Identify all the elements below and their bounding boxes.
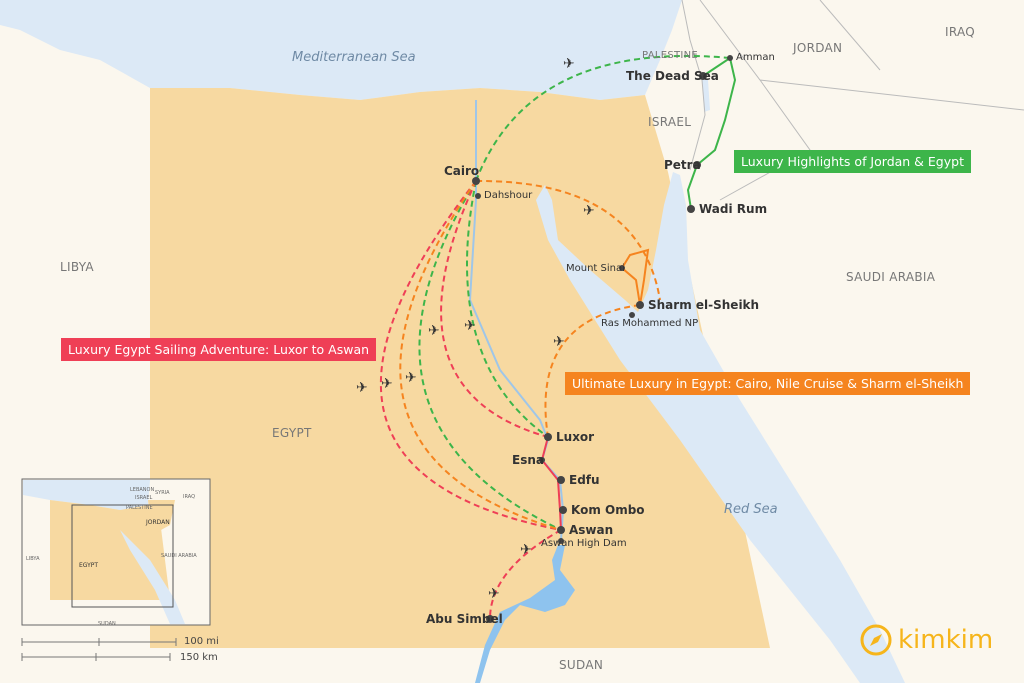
route-green-cairo-aswan xyxy=(418,180,562,531)
place-amman: Amman xyxy=(736,52,775,63)
inset-label-iraq: IRAQ xyxy=(183,494,196,500)
inset-label-sudan: SUDAN xyxy=(98,621,116,627)
scale-bar-miles xyxy=(21,638,177,646)
inset-label-lebanon: LEBANON xyxy=(130,487,155,493)
inset-label-saudi: SAUDI ARABIA xyxy=(161,553,197,559)
country-label-sudan: SUDAN xyxy=(559,658,604,672)
route-green-cairo-luxor xyxy=(466,180,549,438)
place-petra: Petra xyxy=(664,158,701,172)
place-kom-ombo: Kom Ombo xyxy=(571,503,645,517)
scale-label-miles: 100 mi xyxy=(184,636,219,647)
plane-icon: ✈ xyxy=(488,586,500,602)
plane-icon: ✈ xyxy=(428,323,440,339)
place-edfu: Edfu xyxy=(569,473,600,487)
place-aswan: Aswan xyxy=(569,523,614,537)
place-mount-sinai: Mount Sinai xyxy=(566,263,625,274)
country-label-egypt: EGYPT xyxy=(272,426,312,440)
scale-label-km: 150 km xyxy=(180,652,218,663)
route-orange-sharm-luxor xyxy=(544,304,641,438)
inset-label-egypt: EGYPT xyxy=(79,562,99,569)
place-aswan-high-dam: Aswan High Dam xyxy=(541,538,627,549)
brand-name: kimkim xyxy=(898,625,994,655)
place-esna: Esna xyxy=(512,453,544,467)
inset-label-israel: ISRAEL xyxy=(135,495,153,501)
sea-label-mediterranean: Mediterranean Sea xyxy=(292,50,416,65)
sea-label-red: Red Sea xyxy=(724,502,778,517)
inset-label-jordan: JORDAN xyxy=(146,519,170,526)
plane-icon: ✈ xyxy=(381,376,393,392)
place-sharm: Sharm el-Sheikh xyxy=(648,298,760,312)
country-label-palestine: PALESTINE xyxy=(642,50,699,61)
country-label-libya: LIBYA xyxy=(60,260,94,274)
route-orange-sinai xyxy=(620,248,650,306)
country-label-saudi: SAUDI ARABIA xyxy=(846,270,936,284)
route-orange-cairo-sharm xyxy=(475,179,661,301)
place-dahshour: Dahshour xyxy=(484,190,533,201)
inset-label-palestine: PALESTINE xyxy=(126,505,153,511)
route-label-sailing[interactable]: Luxury Egypt Sailing Adventure: Luxor to… xyxy=(61,338,377,361)
scale-bar-km xyxy=(21,653,171,661)
plane-icon: ✈ xyxy=(583,203,595,219)
plane-icon: ✈ xyxy=(520,542,532,558)
compass-icon xyxy=(860,624,892,656)
plane-icon: ✈ xyxy=(553,334,565,350)
inset-label-libya: LIBYA xyxy=(26,556,40,562)
route-label-jordan[interactable]: Luxury Highlights of Jordan & Egypt xyxy=(734,150,971,173)
place-wadi-rum: Wadi Rum xyxy=(699,202,768,216)
plane-icon: ✈ xyxy=(405,370,417,386)
place-luxor: Luxor xyxy=(556,430,595,444)
place-ras-mohammed: Ras Mohammed NP xyxy=(601,318,699,329)
place-dead-sea: The Dead Sea xyxy=(626,69,719,83)
country-label-iraq: IRAQ xyxy=(945,25,976,39)
route-green-jordan xyxy=(686,56,737,210)
route-orange-cairo-aswan xyxy=(399,180,562,531)
inset-label-syria: SYRIA xyxy=(155,490,170,496)
route-label-ultimate[interactable]: Ultimate Luxury in Egypt: Cairo, Nile Cr… xyxy=(565,372,971,395)
red-sea xyxy=(536,172,905,683)
place-abu-simbel: Abu Simbel xyxy=(426,612,503,626)
egypt-land xyxy=(150,88,770,648)
country-label-jordan: JORDAN xyxy=(793,41,843,55)
plane-icon: ✈ xyxy=(563,56,575,72)
nile-river xyxy=(468,100,565,541)
kimkim-logo: kimkim xyxy=(860,624,993,656)
plane-icon: ✈ xyxy=(464,318,476,334)
route-red-cairo-aswan xyxy=(379,180,562,531)
country-label-israel: ISRAEL xyxy=(648,115,692,129)
place-cairo: Cairo xyxy=(444,164,480,178)
route-red-cairo-luxor xyxy=(440,180,549,438)
mediterranean-sea xyxy=(0,0,682,100)
inset-map xyxy=(21,478,211,626)
plane-icon: ✈ xyxy=(356,380,368,396)
